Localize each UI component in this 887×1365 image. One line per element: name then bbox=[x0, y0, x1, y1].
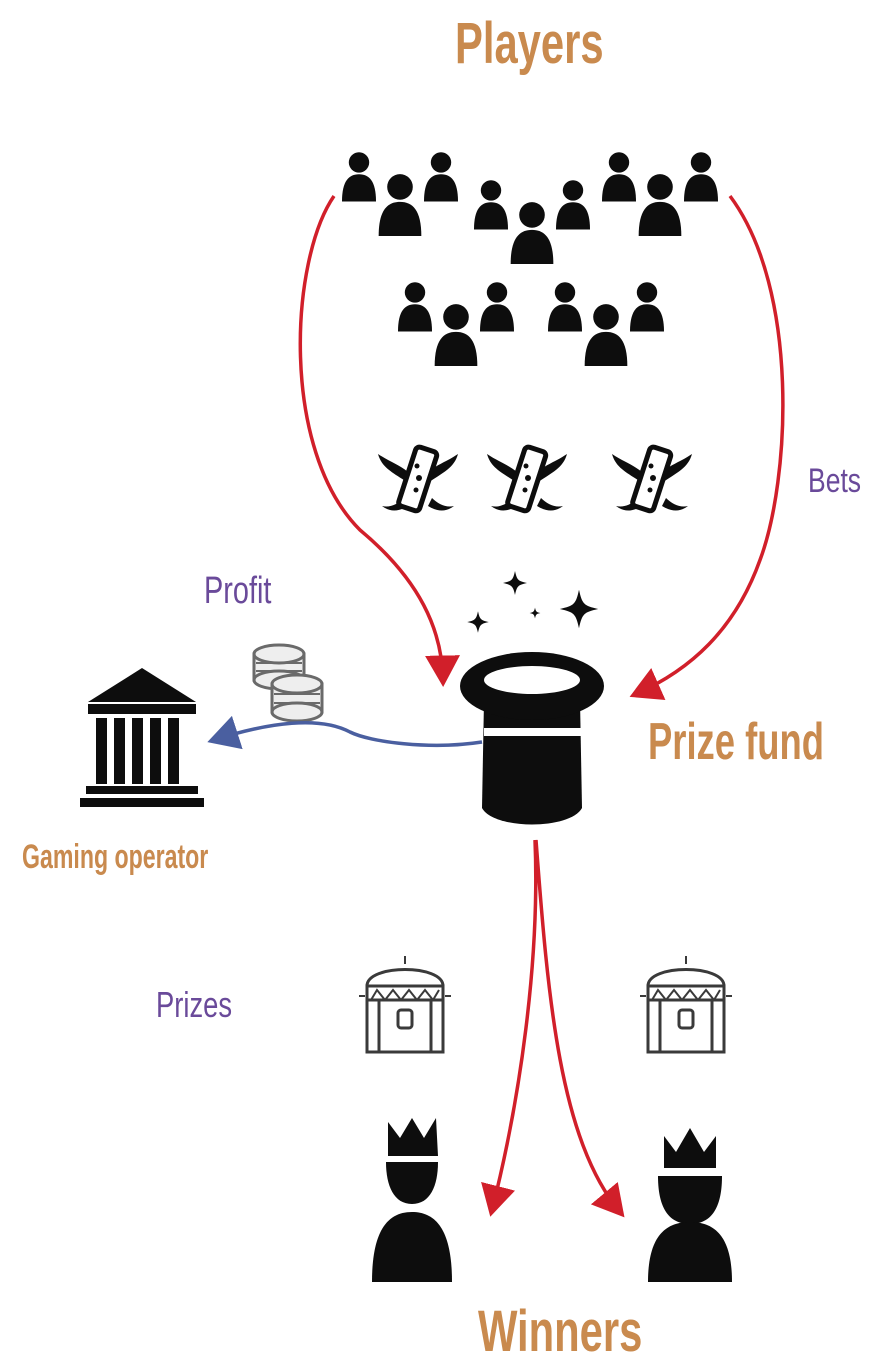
lottery-ticket-icon bbox=[378, 446, 458, 512]
sparkle-icon bbox=[467, 571, 599, 633]
bets-flow-arrows bbox=[298, 194, 785, 701]
prizes-label: Prizes bbox=[156, 984, 233, 1025]
prizes-flow-arrows bbox=[481, 839, 625, 1218]
crowned-person-icon bbox=[648, 1128, 732, 1282]
treasure-chest-icon bbox=[357, 954, 453, 1054]
lottery-ticket-icon bbox=[612, 446, 692, 512]
magic-hat-icon bbox=[460, 652, 604, 825]
winners-label: Winners bbox=[478, 1299, 643, 1364]
people-group-icon bbox=[342, 152, 718, 366]
profit-flow-arrow bbox=[207, 715, 483, 750]
bank-building-icon bbox=[80, 668, 204, 807]
prize-fund-label: Prize fund bbox=[648, 713, 824, 771]
gaming-operator-label: Gaming operator bbox=[22, 838, 209, 876]
players-label: Players bbox=[455, 11, 604, 76]
crowned-person-icon bbox=[372, 1118, 452, 1282]
treasure-chest-icon bbox=[638, 954, 734, 1054]
profit-label: Profit bbox=[204, 570, 272, 612]
lottery-ticket-icon bbox=[487, 446, 567, 512]
bets-label: Bets bbox=[808, 462, 862, 500]
coins-icon bbox=[252, 643, 324, 723]
